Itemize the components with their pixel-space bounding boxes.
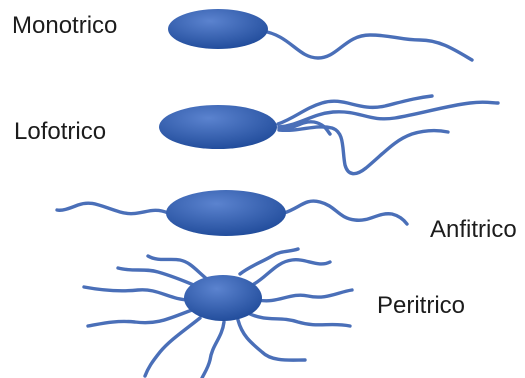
flagellum-peritrico-6 [202,322,224,378]
flagellum-peritrico-8 [250,314,350,326]
flagellum-peritrico-4 [88,310,192,326]
flagellum-anfitrico-right [284,201,407,224]
cell-body-monotrico [168,9,268,49]
cell-body-lofotrico [159,105,277,149]
flagellum-peritrico-1 [118,268,196,286]
flagellum-peritrico-2 [148,256,208,280]
cell-body-anfitrico [166,190,286,236]
flagellum-peritrico-5 [145,318,200,376]
bacterium-peritrico [84,249,352,378]
bacterium-anfitrico [57,190,407,236]
flagellum-peritrico-3 [84,287,190,300]
flagellum-lofotrico-3 [279,127,448,174]
flagellum-peritrico-7 [238,320,305,360]
bacterium-lofotrico [159,96,498,174]
flagellum-peritrico-10 [254,260,330,284]
flagellum-anfitrico-left [57,203,168,214]
flagellum-peritrico-9 [258,290,352,301]
flagellum-monotrico [262,31,472,60]
cell-body-peritrico [184,275,262,321]
bacterium-monotrico [168,9,472,60]
